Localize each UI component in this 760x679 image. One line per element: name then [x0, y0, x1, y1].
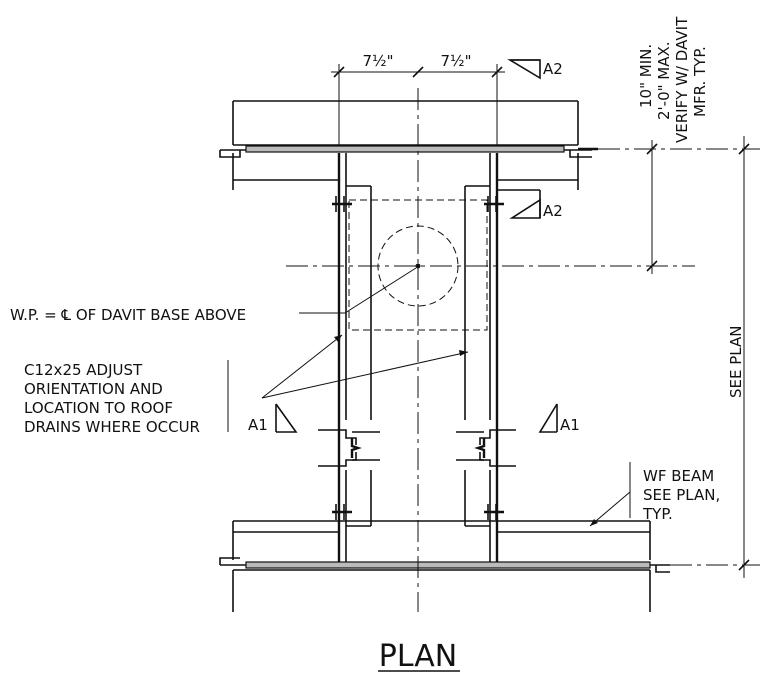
dim-right-spacing: 7½": [441, 52, 472, 70]
work-point-marker: [415, 263, 421, 269]
note-2-0-max: 2'-0" MAX.: [655, 41, 673, 120]
note-verify: VERIFY W/ DAVIT: [673, 16, 691, 143]
beam-text-2: SEE PLAN,: [643, 486, 720, 504]
bolt-bottom-left: [332, 504, 352, 520]
channel-text-1: C12x25 ADJUST: [24, 361, 143, 379]
plan-title-text: PLAN: [379, 639, 457, 674]
top-wf-beam: [219, 100, 598, 190]
callout-wf-beam: WF BEAM SEE PLAN, TYP.: [589, 462, 720, 527]
right-channel: [456, 153, 516, 562]
channel-text-2: ORIENTATION AND: [24, 380, 163, 398]
dim-left-spacing: 7½": [363, 52, 394, 70]
section-mark-top-a2: A2: [507, 59, 563, 80]
centerlines: [286, 88, 760, 612]
section-mark-right-a1: A1: [538, 403, 580, 434]
callout-channel: C12x25 ADJUST ORIENTATION AND LOCATION T…: [24, 334, 469, 436]
bolt-top-right: [484, 196, 504, 212]
see-plan-label: SEE PLAN: [727, 326, 745, 398]
section-mark-left-a1: A1: [248, 403, 298, 434]
section-label-a1-right: A1: [560, 416, 580, 434]
left-channel: [318, 153, 380, 562]
channel-text-4: DRAINS WHERE OCCUR: [24, 418, 200, 436]
callout-work-point: W.P. = ℄ OF DAVIT BASE ABOVE: [10, 267, 417, 324]
work-point-text: W.P. = ℄ OF DAVIT BASE ABOVE: [10, 306, 246, 324]
note-mfr: MFR. TYP.: [691, 46, 709, 117]
plan-title: PLAN: [378, 639, 460, 674]
top-dimension: 7½" 7½": [331, 52, 505, 145]
bolt-bottom-right: [484, 504, 504, 520]
beam-text-3: TYP.: [642, 505, 673, 523]
section-label-a2-top: A2: [543, 60, 563, 78]
note-10-min: 10" MIN.: [637, 44, 655, 108]
channel-text-3: LOCATION TO ROOF: [24, 399, 173, 417]
see-plan-dimension: SEE PLAN: [727, 136, 750, 578]
bottom-wf-beam: [219, 520, 670, 612]
section-mark-right-a2: A2: [497, 189, 563, 220]
section-label-a2-right: A2: [543, 202, 563, 220]
section-label-a1-left: A1: [248, 416, 268, 434]
beam-text-1: WF BEAM: [643, 467, 714, 485]
right-vertical-dimension: 10" MIN. 2'-0" MAX. VERIFY W/ DAVIT MFR.…: [637, 16, 709, 274]
